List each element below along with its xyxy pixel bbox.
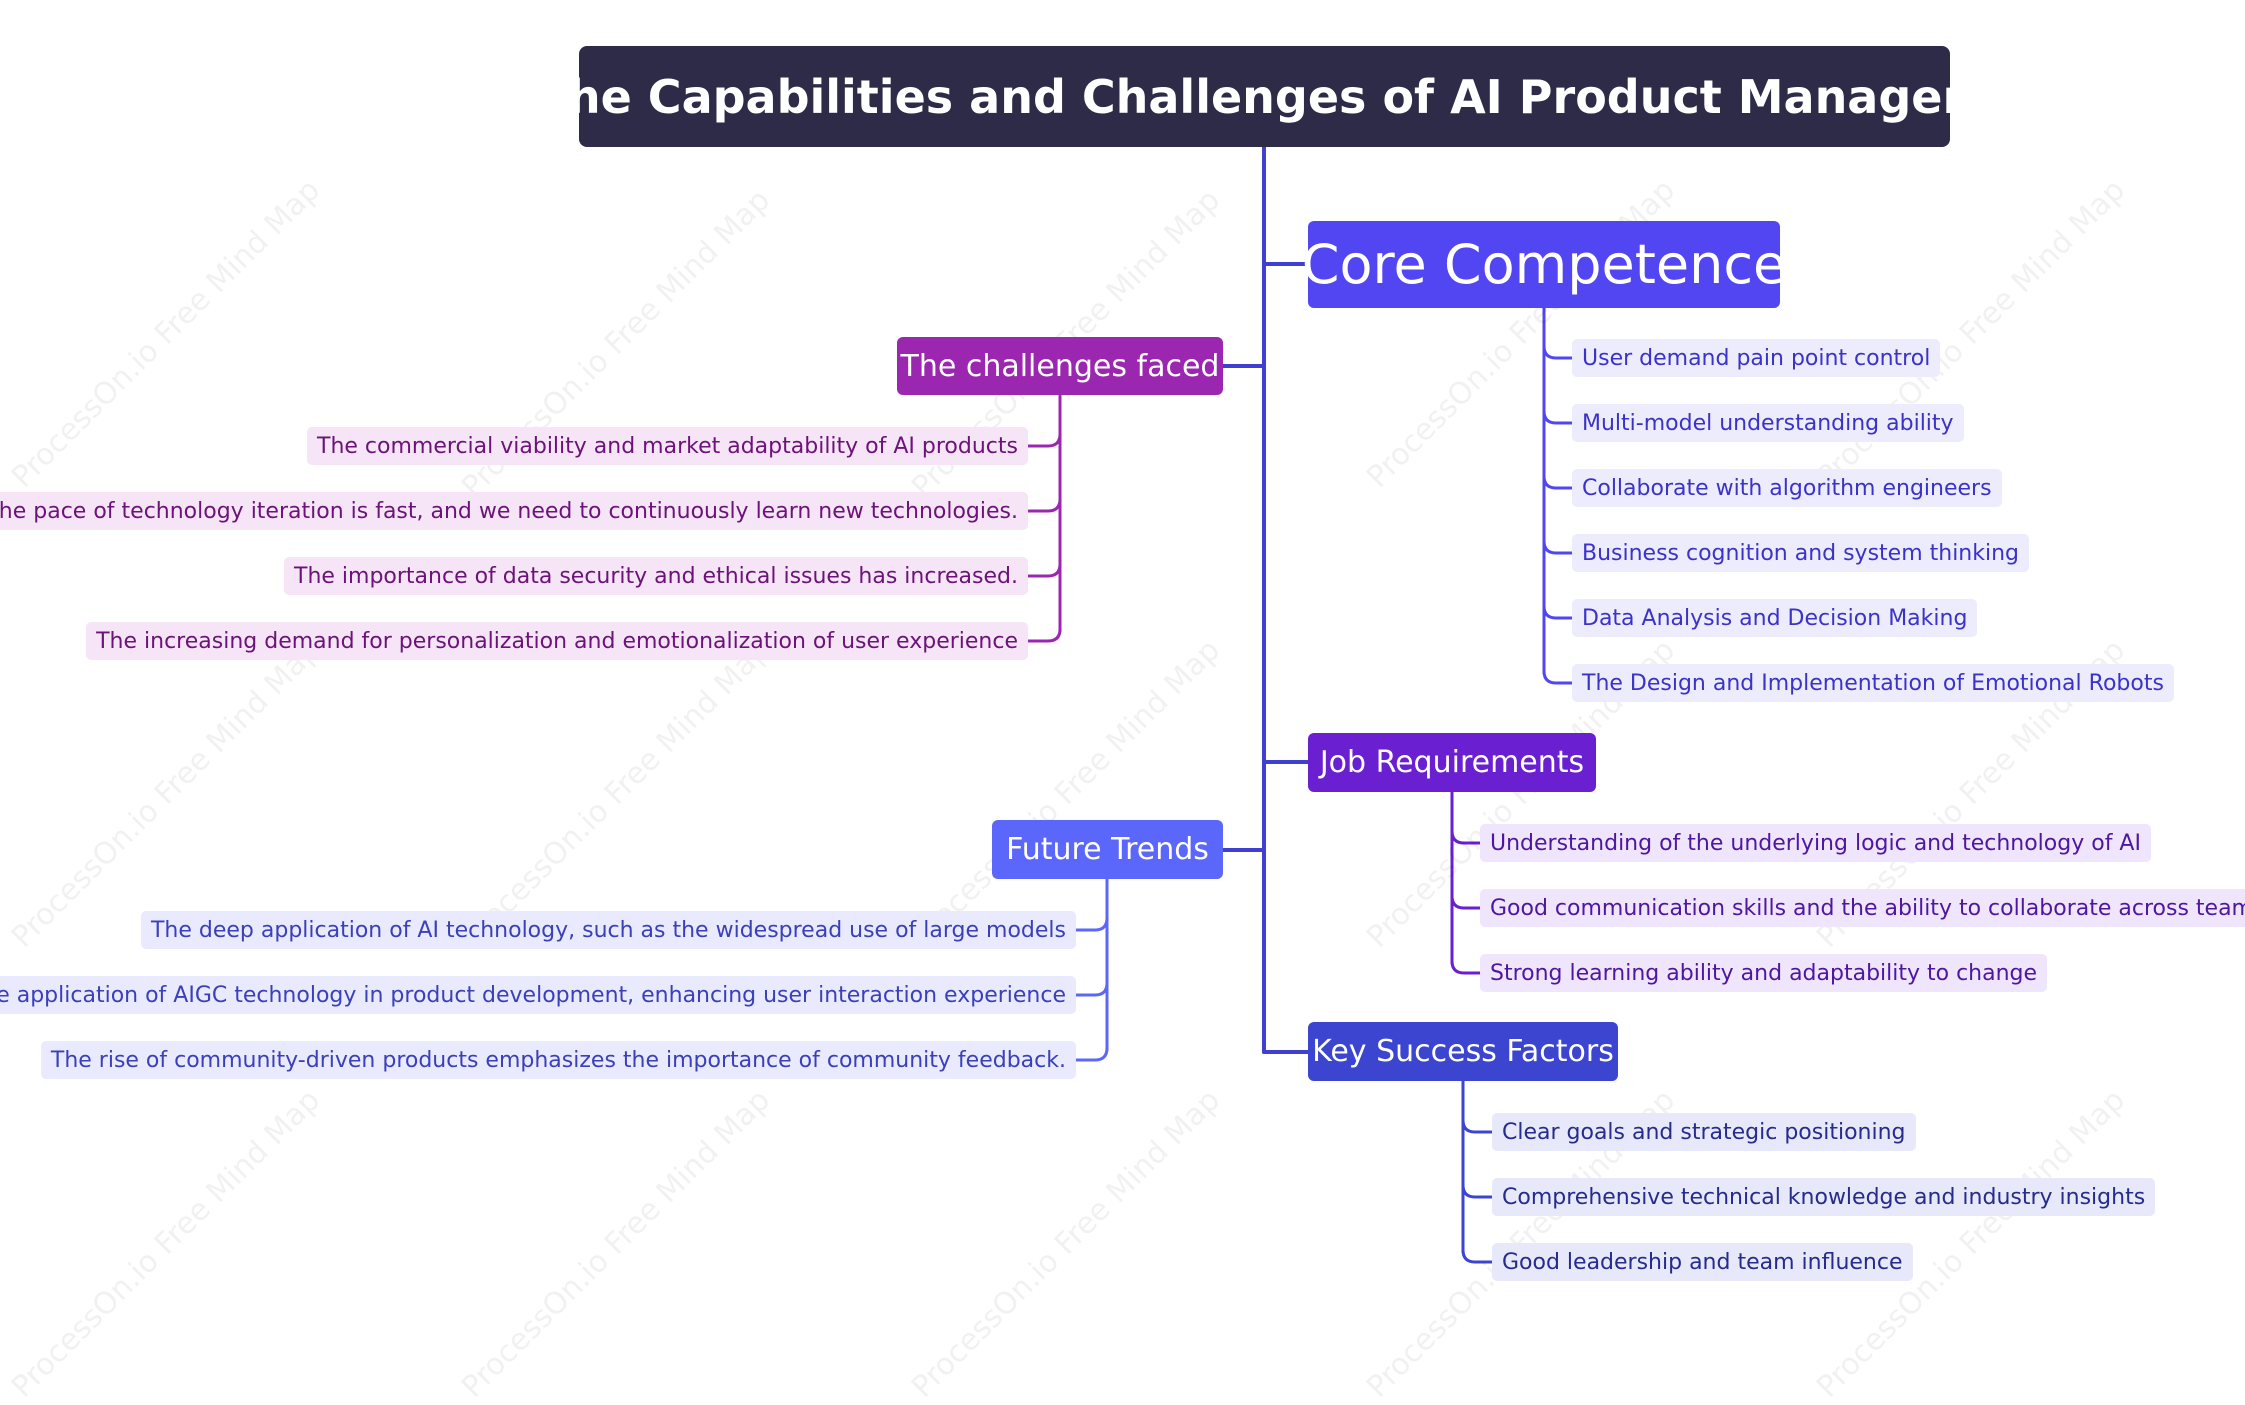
success-item[interactable]: Clear goals and strategic positioning [1492,1113,1916,1151]
challenges-item[interactable]: The pace of technology iteration is fast… [0,492,1028,530]
core-item[interactable]: User demand pain point control [1572,339,1941,377]
branch-node-success[interactable]: Key Success Factors [1308,1022,1618,1081]
future-item[interactable]: The deep application of AI technology, s… [140,911,1076,949]
challenges-item[interactable]: The importance of data security and ethi… [284,557,1028,595]
branch-node-challenges[interactable]: The challenges faced [897,337,1223,395]
future-item[interactable]: The application of AIGC technology in pr… [0,976,1076,1014]
connector-line [1074,1046,1109,1062]
connector-line [1026,432,1062,448]
core-item[interactable]: Multi-model understanding ability [1572,404,1964,442]
job-item[interactable]: Strong learning ability and adaptability… [1480,954,2048,992]
core-item[interactable]: The Design and Implementation of Emotion… [1572,664,2174,702]
connector-line [1026,562,1062,578]
connector-line [1026,627,1062,643]
connector-line [1542,409,1574,425]
connector-line [1450,959,1482,975]
branch-node-core[interactable]: Core Competence [1302,221,1786,308]
connector-line [1461,1248,1494,1264]
connector-line [1074,916,1109,932]
core-item[interactable]: Collaborate with algorithm engineers [1572,469,2002,507]
connector-line [1074,981,1109,997]
connector-lines [1026,145,1574,1264]
future-item[interactable]: The rise of community-driven products em… [40,1041,1076,1079]
core-item[interactable]: Data Analysis and Decision Making [1572,599,1978,637]
branch-node-future[interactable]: Future Trends [992,820,1223,879]
challenges-item[interactable]: The increasing demand for personalizatio… [86,622,1028,660]
connector-line [1450,894,1482,910]
connector-line [1461,1118,1494,1134]
root-title[interactable]: The Capabilities and Challenges of AI Pr… [536,46,1993,147]
connector-line [1542,539,1574,555]
job-item[interactable]: Understanding of the underlying logic an… [1480,824,2151,862]
branch-node-job[interactable]: Job Requirements [1308,733,1596,792]
connector-line [1542,669,1574,685]
connector-line [1542,474,1574,490]
connector-line [1542,604,1574,620]
connector-line [1450,829,1482,845]
connector-line [1542,344,1574,360]
challenges-item[interactable]: The commercial viability and market adap… [307,427,1028,465]
success-item[interactable]: Good leadership and team influence [1492,1243,1913,1281]
success-item[interactable]: Comprehensive technical knowledge and in… [1492,1178,2156,1216]
connector-line [1461,1183,1494,1199]
connector-line [1026,497,1062,513]
job-item[interactable]: Good communication skills and the abilit… [1480,889,2245,927]
core-item[interactable]: Business cognition and system thinking [1572,534,2030,572]
